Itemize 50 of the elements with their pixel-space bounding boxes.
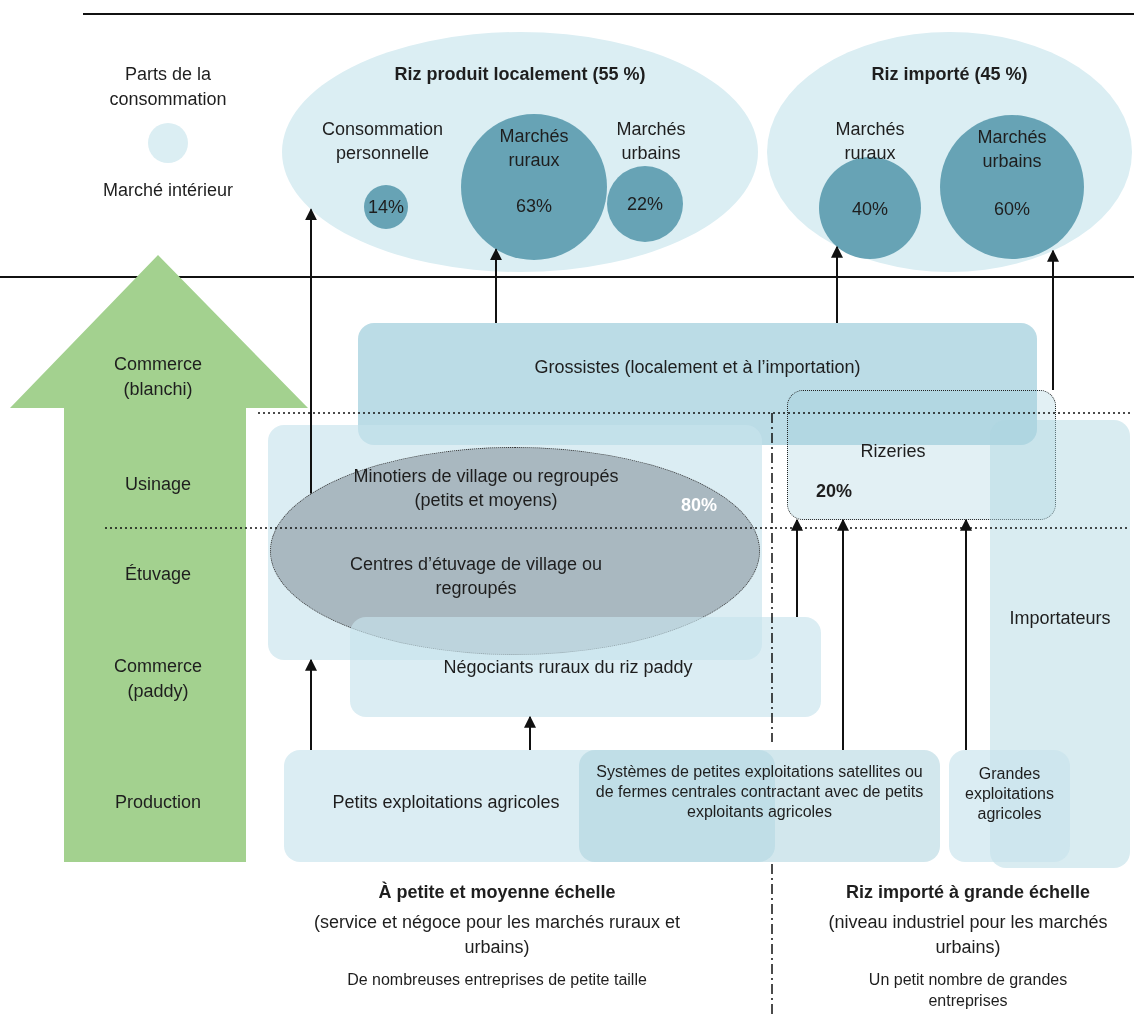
- arrow: [305, 208, 317, 495]
- section-description: (service et négoce pour les marchés ruraux et urbains): [312, 911, 682, 960]
- legend-text: Marché intérieur: [101, 179, 235, 202]
- arrow: [960, 518, 972, 751]
- process-box: [787, 390, 1056, 520]
- process-box: [949, 750, 1070, 862]
- stage-label: Commerce (paddy): [113, 655, 203, 704]
- stage-label: Production: [113, 791, 203, 814]
- percentage-label: 20%: [815, 480, 853, 503]
- arrow: [305, 658, 317, 751]
- stage-label: Commerce (blanchi): [113, 353, 203, 402]
- legend-text: Parts de la consommation: [108, 63, 228, 112]
- process-box: [579, 750, 940, 862]
- node-label: Grandes exploitations agricoles: [964, 764, 1055, 824]
- section-note: Un petit nombre de grandes entreprises: [867, 970, 1069, 1011]
- section-description: (niveau industriel pour les marchés urbains): [827, 911, 1109, 960]
- stage-label: Étuvage: [123, 563, 193, 586]
- node-title: Riz produit localement (55 %): [393, 63, 647, 86]
- node-label: Marchés urbains: [615, 118, 687, 166]
- stage-label: Usinage: [123, 473, 192, 496]
- arrow: [490, 248, 502, 324]
- node-label: Grossistes (localement et à l’importation): [533, 356, 862, 379]
- node-label: Systèmes de petites exploitations satellites ou de fermes centrales contractant avec de petits exploitants agricoles: [594, 762, 925, 822]
- node-title: Riz importé (45 %): [870, 63, 1029, 86]
- arrow: [1047, 249, 1059, 391]
- arrow: [837, 518, 849, 751]
- arrow: [831, 245, 843, 324]
- node-label: Marchés urbains: [976, 126, 1048, 174]
- section-heading: Riz importé à grande échelle: [844, 881, 1092, 904]
- node-label: Petits exploitations agricoles: [331, 791, 561, 814]
- node-label: Importateurs: [1008, 607, 1112, 630]
- process-box: [358, 323, 1037, 445]
- node-label: Marchés ruraux: [498, 125, 570, 173]
- node-label: Centres d’étuvage de village ou regroupés: [348, 553, 604, 601]
- process-box: [350, 617, 821, 717]
- section-heading: À petite et moyenne échelle: [377, 880, 617, 904]
- node-label: Négociants ruraux du riz paddy: [442, 656, 694, 679]
- node-label: Marchés ruraux: [834, 118, 906, 166]
- percentage-label: 80%: [680, 494, 718, 517]
- arrow: [524, 715, 536, 751]
- node-label: Minotiers de village ou regroupés (petits et moyens): [352, 465, 620, 513]
- node-label: Consommation personnelle: [320, 118, 445, 166]
- percentage-label: 60%: [993, 198, 1031, 221]
- node-label: Rizeries: [859, 440, 927, 463]
- percentage-label: 22%: [626, 193, 664, 216]
- section-note: De nombreuses entreprises de petite taille: [346, 970, 648, 990]
- percentage-label: 40%: [851, 198, 889, 221]
- percentage-label: 14%: [367, 196, 405, 219]
- percentage-label: 63%: [515, 195, 553, 218]
- arrow: [791, 518, 803, 618]
